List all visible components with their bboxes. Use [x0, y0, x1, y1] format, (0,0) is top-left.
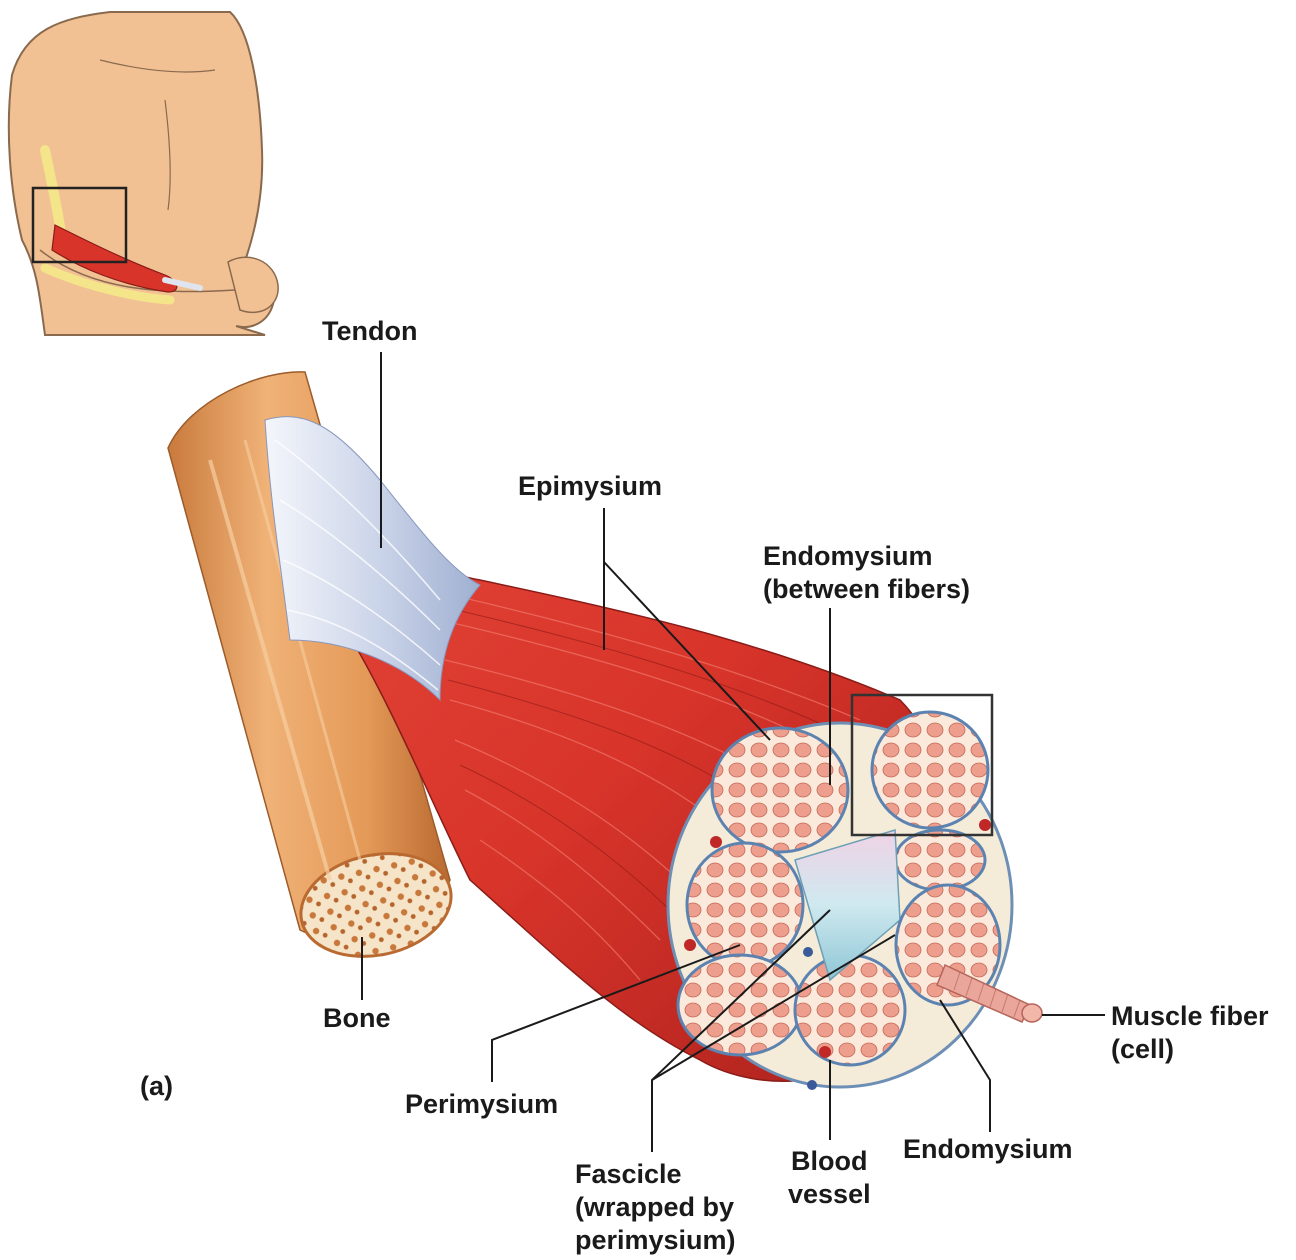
label-tendon: Tendon — [322, 315, 417, 348]
label-endomysium-between-line2: (between fibers) — [763, 573, 970, 606]
figure-tag: (a) — [140, 1070, 173, 1103]
label-epimysium: Epimysium — [518, 470, 662, 503]
label-bone: Bone — [323, 1002, 391, 1035]
label-blood-vessel-line1: Blood — [788, 1145, 871, 1178]
label-muscle-fiber: Muscle fiber (cell) — [1111, 1000, 1269, 1066]
label-fascicle-line2: (wrapped by — [575, 1191, 736, 1224]
arm-torso-inset — [9, 12, 278, 335]
label-fascicle-line1: Fascicle — [575, 1158, 736, 1191]
label-fascicle: Fascicle (wrapped by perimysium) — [575, 1158, 736, 1257]
label-perimysium: Perimysium — [405, 1088, 558, 1121]
label-muscle-fiber-line2: (cell) — [1111, 1033, 1269, 1066]
label-muscle-fiber-line1: Muscle fiber — [1111, 1000, 1269, 1033]
label-fascicle-line3: perimysium) — [575, 1224, 736, 1257]
label-endomysium-between-line1: Endomysium — [763, 540, 970, 573]
label-endomysium: Endomysium — [903, 1133, 1073, 1166]
label-blood-vessel: Blood vessel — [788, 1145, 871, 1211]
label-blood-vessel-line2: vessel — [788, 1178, 871, 1211]
label-endomysium-between-fibers: Endomysium (between fibers) — [763, 540, 970, 606]
